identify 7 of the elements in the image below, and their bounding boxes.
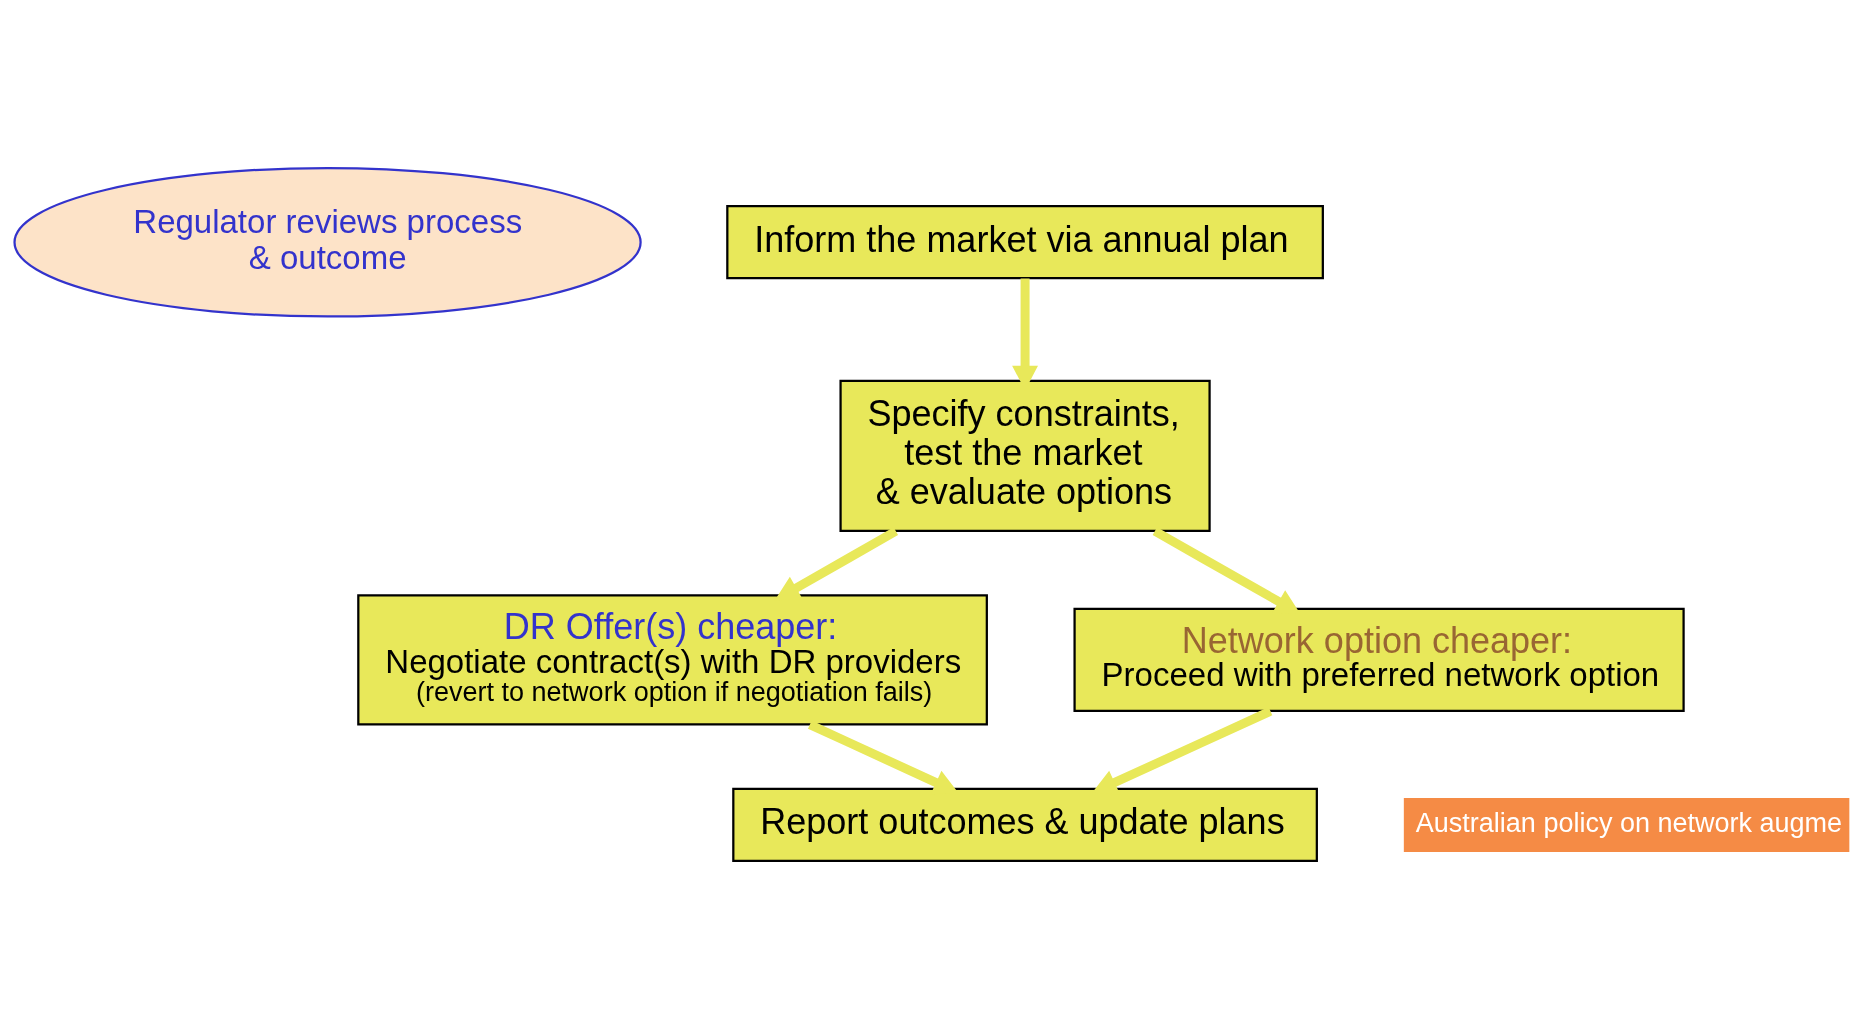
node-box: Specify constraints, test the market & evaluate options <box>839 379 1211 533</box>
node-box: Inform the market via annual plan <box>726 205 1324 280</box>
node-ellipse: Regulator reviews process & outcome <box>13 166 642 318</box>
node-box: DR Offer(s) cheaper: Negotiate contract(s) with DR providers (revert to network option if negotiation fails) <box>357 594 988 726</box>
node-box: Report outcomes & update plans <box>732 787 1318 863</box>
node-box: Network option cheaper: Proceed with preferred network option <box>1073 607 1685 713</box>
label: Australian policy on network augme <box>1415 807 1843 838</box>
